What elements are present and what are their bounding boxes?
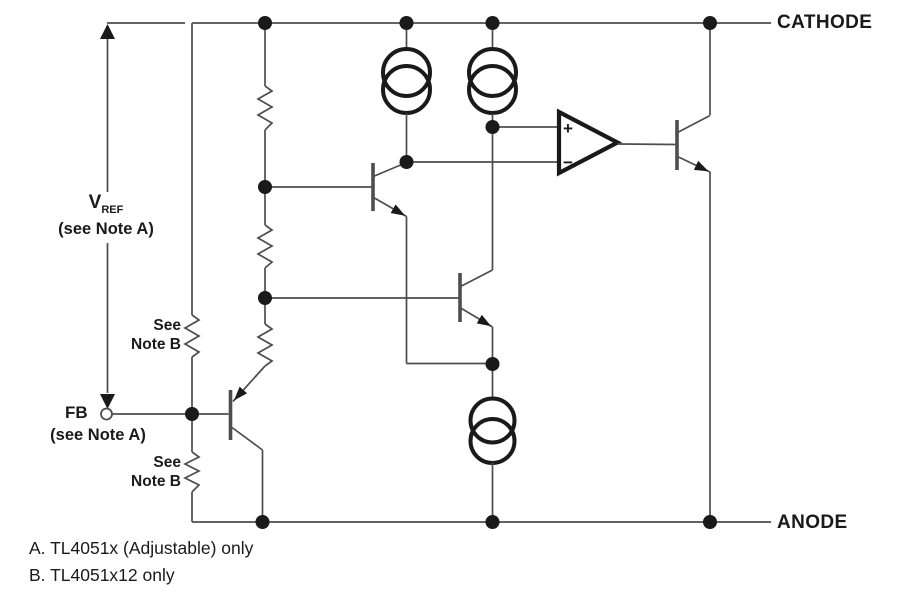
resistor-divider-2 — [256, 224, 274, 269]
opamp-triangle — [556, 108, 623, 177]
arrow-down-icon — [100, 394, 115, 409]
transistor-q3-pnp — [192, 365, 266, 522]
node-dot — [485, 120, 500, 134]
transistor-q4-npn — [617, 114, 711, 173]
node-dot — [255, 515, 270, 529]
see-note-b-line2: Note B — [131, 336, 181, 353]
q3-collector — [231, 426, 264, 451]
footnote-b: B. TL4051x12 only — [29, 565, 175, 585]
see-note-b-lower: See Note B — [118, 453, 181, 491]
cs2-circle-bottom — [467, 64, 518, 115]
see-note-b-upper: See Note B — [118, 316, 181, 354]
resistor-divider-3 — [256, 323, 274, 367]
cs3-circle-top — [468, 396, 517, 445]
footnote-a: A. TL4051x (Adjustable) only — [29, 538, 254, 558]
vref-subscript: REF — [101, 203, 124, 216]
vref-symbol: VREF — [58, 193, 154, 220]
q2-collector — [461, 269, 493, 287]
node-dot — [258, 291, 272, 305]
node-dot — [703, 515, 717, 529]
cs2-circle-top — [467, 47, 518, 98]
opamp-minus-sign: − — [563, 153, 573, 172]
node-dot — [485, 515, 500, 529]
opamp-plus-sign: + — [563, 119, 573, 138]
node-dot — [258, 16, 272, 30]
node-dot — [703, 16, 717, 30]
cathode-terminal-label: CATHODE — [777, 12, 873, 33]
see-note-b-line1: See — [153, 454, 181, 471]
cs1-circle-bottom — [381, 64, 432, 115]
node-dot — [485, 357, 500, 371]
opamp: + − — [556, 108, 623, 177]
fb-note: (see Note A) — [50, 426, 146, 444]
current-source-2 — [467, 23, 518, 127]
node-dot — [399, 155, 414, 169]
vref-label: VREF (see Note A) — [58, 193, 154, 238]
vref-v: V — [88, 192, 102, 213]
arrow-up-icon — [100, 24, 115, 39]
q1-emitter — [374, 197, 407, 218]
see-note-b-line1: See — [153, 317, 181, 334]
see-note-b-line2: Note B — [131, 473, 181, 490]
fb-terminal-label: FB — [65, 403, 88, 422]
resistor-divider-1 — [256, 85, 274, 131]
resistor-note-b-upper — [183, 314, 201, 358]
q4-collector — [678, 114, 711, 133]
current-source-1 — [381, 23, 432, 162]
node-dot — [485, 16, 500, 30]
q3-emitter — [232, 365, 266, 403]
q2-emitter — [461, 307, 493, 328]
current-source-3 — [468, 364, 517, 522]
transistor-q2-npn — [265, 127, 494, 364]
vref-note: (see Note A) — [58, 219, 154, 238]
fb-terminal-circle — [100, 407, 113, 421]
transistor-q1-npn — [265, 161, 493, 365]
node-dot — [185, 407, 199, 421]
q4-base-wire — [617, 143, 676, 146]
resistor-note-b-lower — [183, 451, 201, 493]
node-dot — [258, 180, 272, 194]
q4-emitter — [678, 156, 711, 173]
vref-dimension-arrow — [100, 22, 185, 409]
node-dot — [399, 16, 414, 30]
anode-terminal-label: ANODE — [777, 512, 848, 533]
cs1-circle-top — [381, 47, 432, 98]
